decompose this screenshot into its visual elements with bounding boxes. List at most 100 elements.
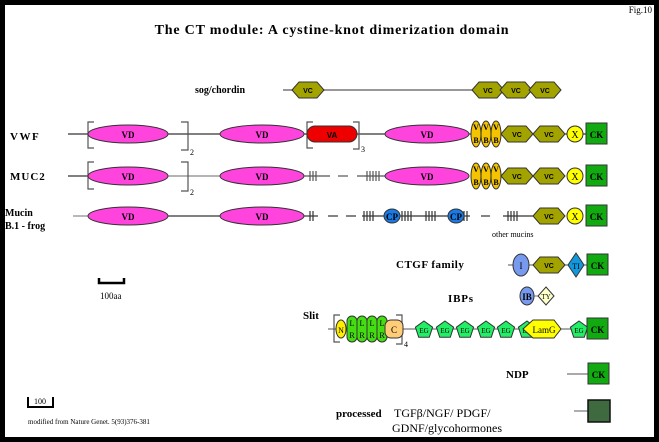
- domain-lrr: LR: [376, 315, 388, 343]
- domain-x: X: [566, 167, 584, 185]
- domain-label: VC: [483, 88, 493, 95]
- domain-label: VC: [540, 88, 550, 95]
- domain-n: N: [335, 319, 347, 339]
- domain-eg: EG: [476, 320, 496, 338]
- svg-text:V: V: [473, 123, 479, 132]
- svg-text:TI: TI: [572, 262, 580, 271]
- domain-vb: VB: [490, 120, 502, 148]
- domain-processed-ck: [587, 399, 611, 423]
- svg-text:B: B: [493, 136, 499, 145]
- svg-text:VC: VC: [512, 174, 522, 181]
- svg-text:B: B: [473, 178, 479, 187]
- repeat-bracket-close: [353, 121, 360, 150]
- protein-label-muc2: MUC2: [10, 171, 46, 183]
- domain-vd: [87, 124, 169, 144]
- protein-label-mucin-line2: B.1 - frog: [5, 221, 45, 232]
- protein-label-sog-chordin: sog/chordin: [195, 85, 245, 96]
- svg-text:EG: EG: [440, 327, 449, 335]
- svg-text:X: X: [571, 172, 579, 183]
- row-ctgf-family: CTGF family I VC TI CK: [396, 252, 609, 278]
- domain-label: VA: [327, 131, 338, 140]
- mucin-repeat-region: [304, 171, 386, 181]
- domain-label: VC: [511, 88, 521, 95]
- other-mucins-label: other mucins: [492, 230, 534, 239]
- domain-label: VD: [122, 172, 135, 182]
- protein-label-ndp: NDP: [506, 369, 529, 381]
- svg-text:B: B: [493, 178, 499, 187]
- repeat-count: 4: [404, 340, 408, 349]
- domain-label: VD: [256, 212, 269, 222]
- row-mucin-b1-frog: Mucin B.1 - frog VD VD CP CP other mucin…: [5, 204, 608, 239]
- domain-i: I: [512, 253, 530, 277]
- source-note: modified from Nature Genet. 5(93)376-381: [28, 418, 150, 426]
- domain-eg: EG: [496, 320, 516, 338]
- domain-vb: VB: [470, 120, 482, 148]
- domain-ck: CK: [585, 204, 608, 227]
- svg-text:CP: CP: [386, 212, 398, 222]
- domain-label: VD: [256, 130, 269, 140]
- svg-text:N: N: [338, 326, 344, 335]
- domain-x: X: [566, 125, 584, 143]
- svg-text:B: B: [473, 136, 479, 145]
- domain-eg: EG: [569, 320, 589, 338]
- domain-c: C: [384, 319, 404, 339]
- domain-lrr: LR: [356, 315, 368, 343]
- domain-vc: VC: [532, 256, 566, 274]
- row-vwf: VWF 2 VD VD 3 VA VD VB VB VB VC VC X CK: [10, 120, 608, 157]
- domain-lrr: LR: [346, 315, 358, 343]
- svg-text:L: L: [380, 319, 385, 328]
- domain-vc: VC: [532, 125, 566, 143]
- svg-text:EG: EG: [481, 327, 490, 335]
- protein-label-ctgf: CTGF family: [396, 259, 464, 271]
- domain-ck: CK: [585, 164, 608, 187]
- svg-text:R: R: [379, 331, 385, 340]
- svg-text:VC: VC: [544, 214, 554, 221]
- svg-text:CK: CK: [590, 130, 604, 140]
- protein-label-processed: processed: [336, 408, 382, 420]
- row-sog-chordin: sog/chordin VC VC VC VC: [195, 81, 562, 99]
- domain-vc: VC: [500, 125, 534, 143]
- domain-vb: VB: [480, 120, 492, 148]
- domain-label: VD: [256, 172, 269, 182]
- protein-label-processed-line2: GDNF/glycohormones: [392, 421, 502, 435]
- domain-cp: CP: [383, 208, 401, 224]
- svg-text:X: X: [571, 130, 579, 141]
- domain-ty: TY: [537, 286, 555, 306]
- svg-text:R: R: [369, 331, 375, 340]
- repeat-count: 2: [190, 148, 194, 157]
- domain-ib: IB: [519, 286, 535, 306]
- repeat-bracket-close: [181, 121, 189, 151]
- domain-vb: VB: [480, 162, 492, 190]
- figure-number: Fig.10: [629, 5, 653, 15]
- svg-text:VC: VC: [544, 263, 554, 270]
- row-ndp: NDP CK: [506, 362, 610, 385]
- domain-vc: VC: [500, 167, 534, 185]
- scale-bar-100aa: 100aa: [97, 278, 126, 301]
- svg-text:L: L: [360, 319, 365, 328]
- domain-vd: [219, 124, 305, 144]
- domain-vd: [87, 206, 169, 226]
- svg-text:EG: EG: [419, 327, 428, 335]
- svg-text:C: C: [391, 325, 397, 335]
- svg-text:CK: CK: [591, 325, 605, 335]
- figure-title: The CT module: A cystine-knot dimerizati…: [155, 23, 510, 38]
- svg-text:CK: CK: [590, 172, 604, 182]
- mucin-repeat-region: [304, 211, 534, 221]
- domain-vc: VC: [471, 81, 505, 99]
- svg-text:X: X: [571, 212, 579, 223]
- scale-bar-small-label: 100: [34, 397, 46, 406]
- svg-text:V: V: [483, 165, 489, 174]
- scale-bar-label: 100aa: [100, 291, 122, 301]
- domain-vc: VC: [532, 207, 566, 225]
- domain-vc: VC: [532, 167, 566, 185]
- scale-bar-100: 100: [27, 397, 54, 408]
- domain-ck: CK: [585, 122, 608, 145]
- svg-text:VC: VC: [544, 132, 554, 139]
- domain-vc: VC: [528, 81, 562, 99]
- svg-text:V: V: [473, 165, 479, 174]
- domain-eg: EG: [435, 320, 455, 338]
- domain-vd: [384, 166, 470, 186]
- domain-ti: TI: [567, 252, 585, 278]
- domain-label: VD: [421, 172, 434, 182]
- domain-label: VC: [303, 88, 313, 95]
